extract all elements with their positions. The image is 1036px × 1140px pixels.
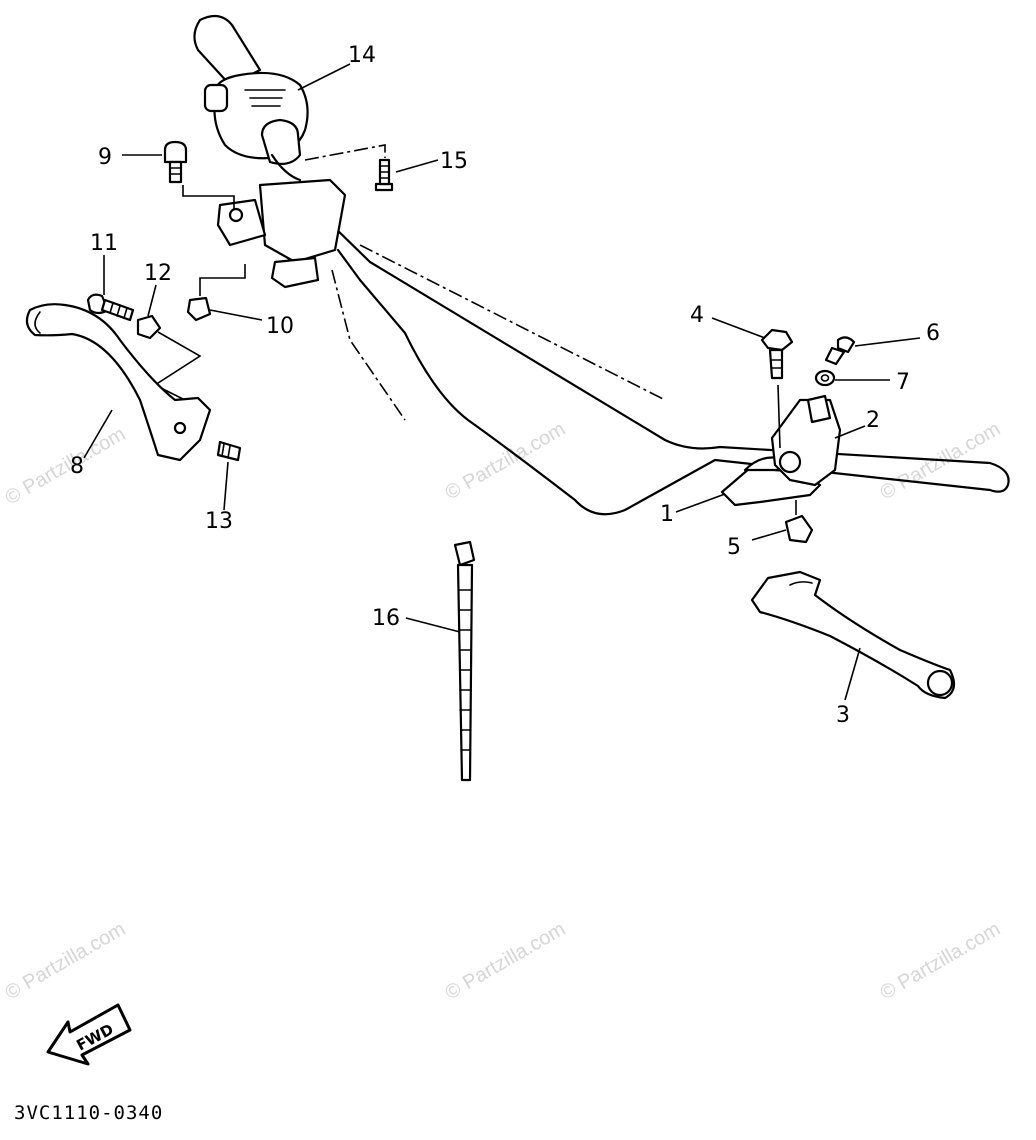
watermark: © Partzilla.com (2, 918, 130, 1004)
callout-1: 1 (660, 502, 674, 527)
watermark: © Partzilla.com (877, 918, 1005, 1004)
callout-7: 7 (896, 370, 910, 395)
washer-part-7 (814, 369, 836, 387)
nut-part-5 (784, 500, 814, 544)
callout-9: 9 (98, 145, 112, 170)
forward-arrow-icon: FWD (46, 1003, 132, 1066)
watermarks: © Partzilla.com © Partzilla.com © Partzi… (2, 418, 1005, 1004)
callout-6: 6 (926, 321, 940, 346)
leader-lines (83, 63, 921, 701)
callout-10: 10 (266, 314, 294, 339)
bolt-part-11 (86, 293, 135, 322)
callout-5: 5 (727, 535, 741, 560)
screw-part-6 (824, 336, 856, 366)
nut-part-10 (186, 264, 246, 322)
callouts: 1 2 3 4 5 6 7 8 9 10 11 12 13 14 15 16 (70, 43, 940, 728)
bolt-part-4 (760, 328, 794, 449)
throttle-grip-part-14 (193, 14, 309, 182)
brake-holder-part-2 (770, 394, 842, 487)
callout-3: 3 (836, 703, 850, 728)
callout-13: 13 (205, 509, 233, 534)
handlebar (330, 223, 1010, 516)
callout-12: 12 (144, 261, 172, 286)
callout-14: 14 (348, 43, 376, 68)
callout-4: 4 (690, 303, 704, 328)
clutch-lever-part-8 (25, 303, 242, 462)
throttle-housing (216, 178, 347, 289)
screw-part-15 (304, 144, 394, 192)
bolt-part-9 (163, 140, 235, 210)
callout-16: 16 (372, 606, 400, 631)
watermark: © Partzilla.com (442, 418, 570, 504)
watermark: © Partzilla.com (442, 918, 570, 1004)
cable-tie-part-16 (453, 540, 476, 782)
callout-2: 2 (866, 408, 880, 433)
brake-lever-part-3 (750, 570, 956, 700)
watermark: © Partzilla.com (2, 423, 130, 509)
callout-8: 8 (70, 454, 84, 479)
callout-15: 15 (440, 149, 468, 174)
diagram-code: 3VC1110-0340 (14, 1102, 163, 1124)
nut-part-12 (136, 314, 202, 401)
callout-11: 11 (90, 231, 118, 256)
